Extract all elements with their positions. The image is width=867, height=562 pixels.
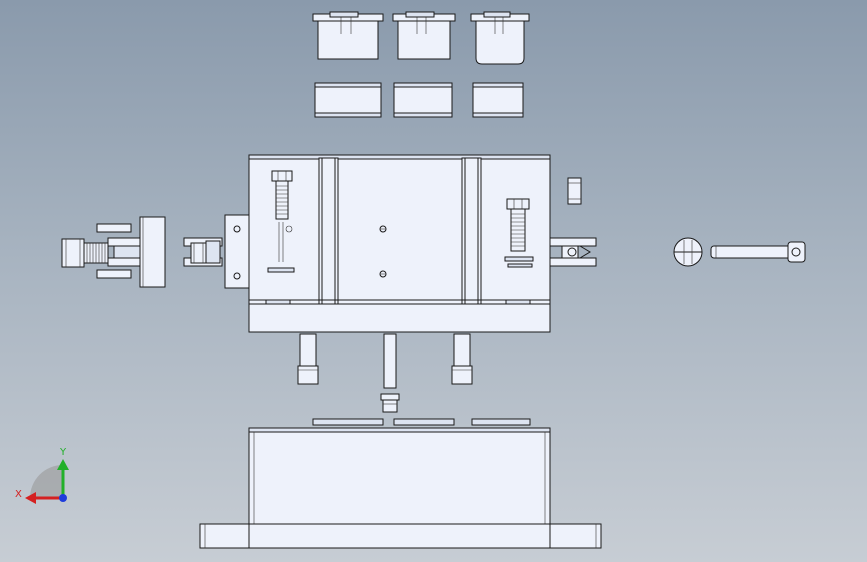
triad-x-arrowhead — [25, 492, 36, 504]
triad-y-arrowhead — [57, 459, 69, 470]
clevis-right[interactable] — [549, 237, 597, 267]
guide-post-center[interactable] — [380, 333, 400, 413]
housing-side-flange[interactable] — [224, 214, 250, 289]
xyz-triad-icon[interactable]: Y X — [15, 447, 69, 504]
top-bushing-left[interactable] — [312, 11, 384, 60]
handle-bolt-assembly[interactable] — [61, 223, 141, 279]
housing-base-plate[interactable] — [248, 299, 551, 333]
base-insert-discs — [312, 418, 531, 426]
guide-post-left[interactable] — [297, 333, 319, 385]
sleeve-middle[interactable] — [393, 82, 453, 118]
triad-x-label: X — [15, 489, 22, 500]
side-plate-left[interactable] — [139, 216, 166, 288]
round-washer[interactable] — [673, 237, 703, 267]
top-bushing-right[interactable] — [470, 11, 530, 65]
top-bushing-middle[interactable] — [392, 11, 456, 60]
housing-bolt-right[interactable] — [504, 198, 534, 268]
long-pin[interactable] — [710, 241, 806, 263]
main-housing[interactable] — [248, 154, 551, 305]
lower-base[interactable] — [199, 427, 602, 549]
guide-post-right[interactable] — [451, 333, 473, 385]
triad-origin-wedge — [30, 465, 63, 498]
sleeve-left[interactable] — [314, 82, 382, 118]
housing-bolt-left[interactable] — [267, 170, 295, 273]
small-pin[interactable] — [567, 177, 582, 205]
sleeve-right[interactable] — [472, 82, 524, 118]
clevis-left[interactable] — [183, 237, 223, 267]
triad-y-label: Y — [59, 447, 67, 458]
triad-z-axis-dot — [59, 494, 67, 502]
